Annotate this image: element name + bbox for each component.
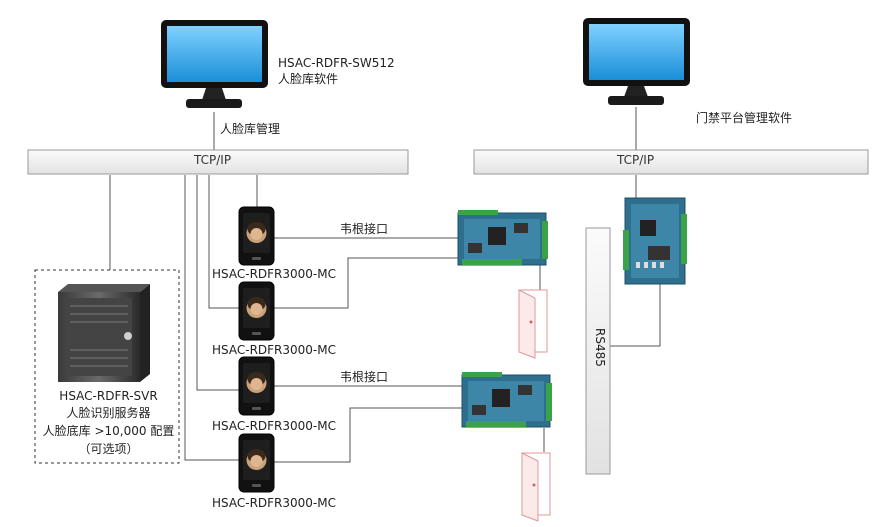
reader-label-1: HSAC-RDFR3000-MC [212,267,336,281]
face-reader-icon [238,356,275,416]
access-controller-icon [457,210,548,266]
access-controller-icon [461,372,552,428]
door-icon [521,452,551,522]
access-controller-icon [623,197,687,285]
software-right-name: 门禁平台管理软件 [696,111,793,125]
wiegand-label-2: 韦根接口 [340,370,389,384]
reader2-link [208,175,240,309]
face-mgmt-label: 人脸库管理 [220,122,281,136]
monitor-left-icon [161,20,268,108]
wiegand-label-1: 韦根接口 [340,222,389,236]
software-left-model: HSAC-RDFR-SW512 [278,56,395,70]
reader-label-3: HSAC-RDFR3000-MC [212,419,336,433]
face-reader-icon [238,433,275,493]
door-icon [518,289,548,359]
rs485-label: RS485 [593,328,607,367]
controller-boards [457,210,552,428]
rs485-bus [585,227,611,475]
reader4-link [184,175,240,461]
face-readers [238,206,275,493]
rs485-link [610,284,661,347]
server-optional: （可选项） [78,442,139,456]
server-optional-box [34,269,180,464]
server-model: HSAC-RDFR-SVR [59,389,158,403]
wiegand-line-1b [274,257,458,309]
tcpip-bus-left [27,149,409,175]
face-reader-icon [238,206,275,266]
server-tower-icon [58,284,150,382]
reader-label-4: HSAC-RDFR3000-MC [212,496,336,510]
bus-left-label: TCP/IP [194,153,232,167]
software-left-name: 人脸库软件 [278,72,339,86]
server-name: 人脸识别服务器 [66,406,151,420]
face-reader-icon [238,281,275,341]
monitor-right-icon [583,18,690,105]
reader-label-2: HSAC-RDFR3000-MC [212,343,336,357]
connection-lines [109,107,661,463]
reader3-link [196,175,240,391]
wiegand-line-2b [274,407,462,463]
tcpip-bus-right [473,149,869,175]
server-capacity: 人脸底库 >10,000 配置 [42,424,175,438]
bus-right-label: TCP/IP [617,153,655,167]
